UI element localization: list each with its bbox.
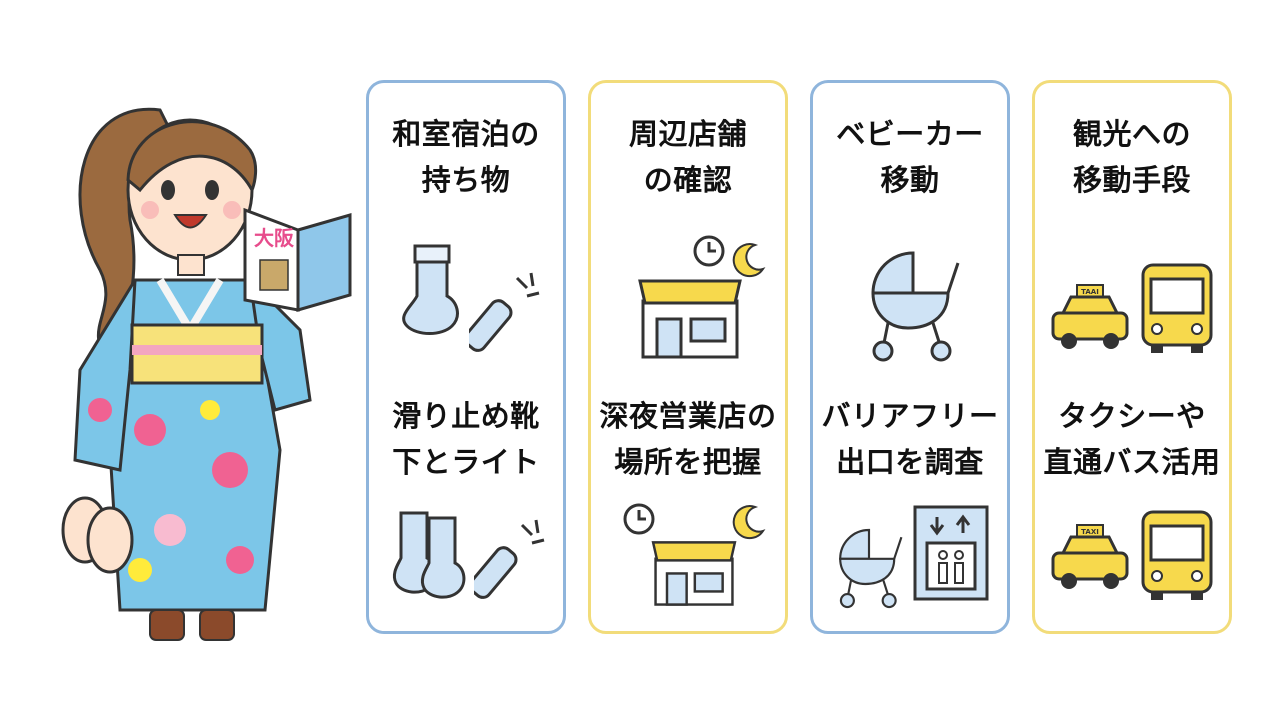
store-icon [651,541,737,606]
card-title-bottom: 深夜営業店の 場所を把握 [599,399,777,479]
card-title-top: 観光への 移動手段 [1072,117,1191,197]
bus-icon [1141,263,1213,353]
card-title-bottom: タクシーや 直通バス活用 [1043,399,1221,479]
store-icon [638,279,742,359]
socks-icon [402,244,459,335]
taxi-icon: TAAI [1051,284,1129,349]
bus-icon [1141,510,1213,600]
card-title-top: ベビーカー 移動 [836,117,984,197]
card-washitsu: 和室宿泊の 持ち物 滑り止め靴 下とライト [366,80,566,634]
moon-icon [732,505,766,540]
clock-icon [623,503,655,535]
stroller-icon [839,528,903,609]
guidebook: 大阪 [243,207,352,312]
card-stroller: ベビーカー 移動 バリアフリー 出口を調査 [810,80,1010,634]
flashlight-icon [469,272,540,352]
card-title-top: 和室宿泊の 持ち物 [392,117,540,197]
elevator-icon [913,505,989,601]
clock-icon [693,235,725,267]
moon-icon [732,243,766,278]
taxi-sign: TAAI [1081,288,1099,296]
card-title-bottom: 滑り止め靴 下とライト [392,399,540,479]
flashlight-icon [474,519,545,599]
guidebook-title: 大阪 [254,226,295,250]
card-title-bottom: バリアフリー 出口を調査 [821,399,999,479]
socks-icon [392,511,466,599]
taxi-icon: TAXI [1051,524,1129,589]
card-title-top: 周辺店舗 の確認 [628,117,747,197]
card-transport: 観光への 移動手段 TAAI タクシーや 直通バス活用 TAXI [1032,80,1232,634]
taxi-sign: TAXI [1081,528,1099,536]
stroller-icon [871,251,960,362]
card-shops: 周辺店舗 の確認 深夜営業店の 場所を把握 [588,80,788,634]
kimono-girl-illustration: 大阪 [61,107,352,641]
